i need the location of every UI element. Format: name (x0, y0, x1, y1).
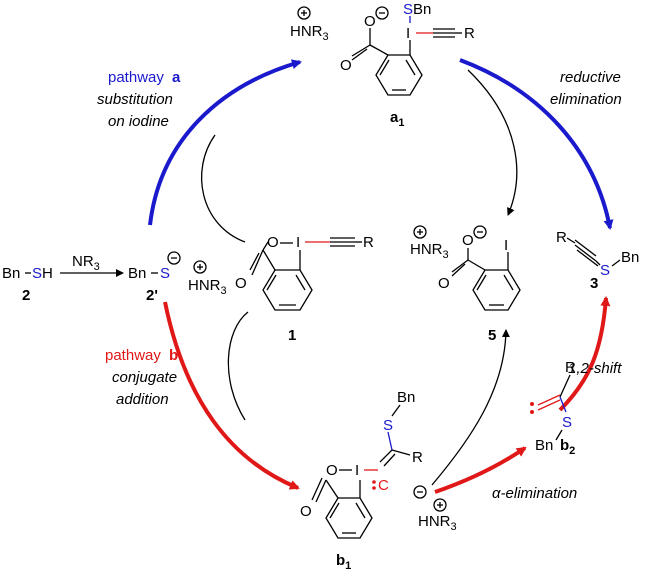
compound-3: R S Bn 3 (556, 229, 639, 292)
compound-1-number: 1 (288, 327, 296, 344)
r-group: R (412, 449, 423, 466)
carbonyl-oxygen: O (340, 57, 352, 74)
iodine-atom: I (355, 462, 359, 479)
pathway-a-arrow (148, 59, 302, 226)
pathway-b-line2: conjugate (112, 369, 177, 386)
compound-2: Bn S H 2 (2, 265, 53, 304)
compound-2prime: Bn S HNR3 2' (128, 251, 227, 304)
iodine-atom: I (406, 25, 410, 42)
shift-label: 1,2-shift (568, 360, 622, 377)
bn-text: Bn (535, 437, 553, 454)
compound-3-number: 3 (590, 275, 598, 292)
bn-text: Bn (2, 265, 20, 282)
thin-arrow-b1-to-5 (431, 329, 510, 486)
compound-b2: R S Bn b2 (530, 359, 576, 457)
compound-a1-number: a1 (390, 109, 404, 129)
hnr3-text: HNR3 (188, 277, 227, 297)
r-group: R (565, 359, 576, 376)
pathway-a-line2: substitution (97, 91, 173, 108)
thin-curve-1-to-a1 (201, 134, 246, 243)
sulfur-atom: S (32, 265, 42, 282)
reductive-label-2: elimination (550, 91, 622, 108)
pathway-a-label: pathway a (108, 69, 181, 86)
hnr3-text: HNR3 (418, 513, 457, 533)
iodine-atom: I (504, 237, 508, 254)
thin-curve-1-to-b1 (227, 311, 249, 421)
sbn-group: SBn (403, 1, 431, 18)
ring-oxygen: O (326, 462, 338, 479)
bn-text: Bn (128, 265, 146, 282)
carbonyl-oxygen: O (438, 275, 450, 292)
hnr3-text: HNR3 (410, 241, 449, 261)
shift-arrow (558, 296, 611, 412)
carbonyl-oxygen: O (235, 275, 247, 292)
reagent-nr3: NR3 (72, 253, 100, 273)
iodine-atom: I (296, 234, 300, 251)
alpha-elimination-label: α-elimination (492, 485, 577, 502)
reductive-label-1: reductive (560, 69, 621, 86)
hnr3-text: HNR3 (290, 23, 329, 43)
compound-5-number: 5 (488, 327, 496, 344)
compound-2prime-number: 2' (146, 287, 158, 304)
sulfur-atom: S (600, 262, 610, 279)
thin-arrow-a1-to-5 (467, 69, 518, 216)
compound-1: O O I R 1 (235, 234, 374, 344)
compound-b2-number: b2 (560, 437, 575, 457)
sulfur-atom: S (160, 265, 170, 282)
compound-5: O O HNR3 I 5 (410, 225, 521, 344)
pathway-b-label: pathway b (105, 347, 178, 364)
pathway-b-arrow (163, 301, 300, 490)
compound-b1-number: b1 (336, 552, 351, 572)
r-group: R (363, 234, 374, 251)
carboxylate-oxygen: O (462, 232, 474, 249)
reductive-elimination-arrow (459, 58, 614, 230)
pathway-b-line3: addition (116, 391, 169, 408)
compound-b1: O O I C R S Bn HNR3 b1 (300, 389, 457, 572)
ring-oxygen: O (267, 234, 279, 251)
bn-text: Bn (397, 389, 415, 406)
carbonyl-oxygen: O (300, 503, 312, 520)
compound-2-number: 2 (22, 287, 30, 304)
alpha-elimination-arrow (434, 446, 527, 494)
carbenoid-carbon: C (378, 477, 389, 494)
r-group: R (464, 25, 475, 42)
pathway-a-line3: on iodine (108, 113, 169, 130)
r-group: R (556, 229, 567, 246)
sulfur-atom: S (383, 417, 393, 434)
sulfur-atom: S (562, 414, 572, 431)
carboxylate-oxygen: O (364, 13, 376, 30)
hydrogen-atom: H (42, 265, 53, 282)
compound-a1: O O HNR3 I SBn R a1 (290, 1, 475, 129)
bn-text: Bn (621, 249, 639, 266)
